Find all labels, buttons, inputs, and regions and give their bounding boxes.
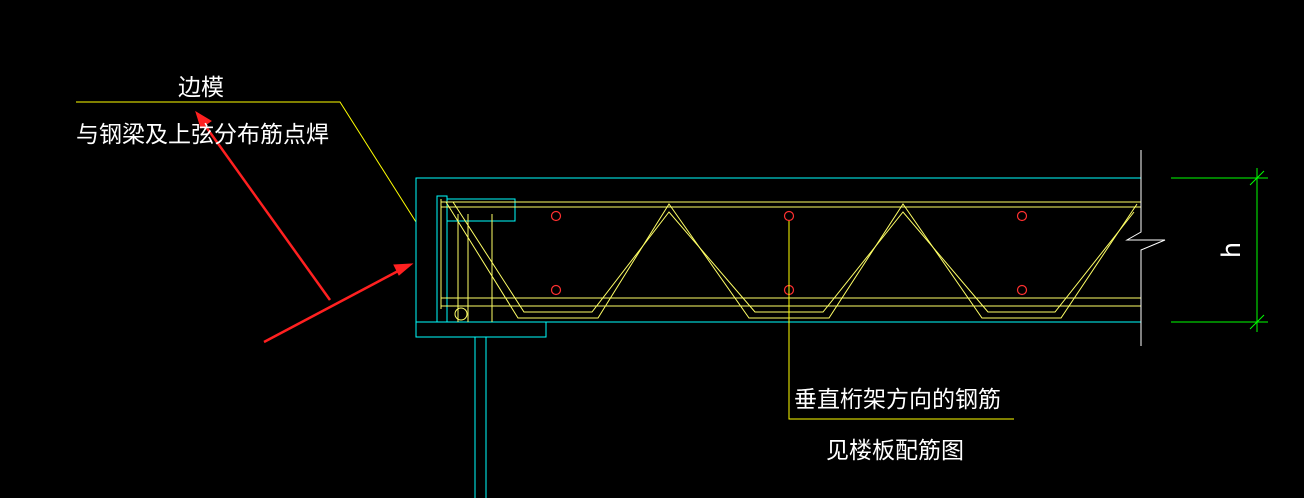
label-edge-form: 边模 <box>178 75 224 101</box>
break-line <box>1125 150 1166 346</box>
formwork <box>415 177 1141 498</box>
label-see-plan: 见楼板配筋图 <box>826 438 964 464</box>
rebar-bottom-3 <box>1016 284 1028 296</box>
slab-outline <box>415 177 1141 338</box>
rebar-top-2 <box>783 210 795 222</box>
arrows <box>195 110 414 344</box>
bolt <box>454 307 468 321</box>
arrow-to-edge-form <box>263 268 401 344</box>
arrow-head-up <box>195 110 212 129</box>
steel-truss <box>440 199 1141 322</box>
rebar-note-leader <box>788 221 1014 420</box>
arrow-head-right <box>393 263 414 276</box>
web-zigzag-inner <box>452 201 1135 313</box>
rebar-top-3 <box>1016 210 1028 222</box>
steel-beam-web <box>474 337 487 498</box>
rebar-sections <box>550 210 1028 296</box>
dimension-h <box>1171 168 1268 332</box>
edge-form-plate <box>436 195 448 323</box>
angle-top <box>446 198 516 222</box>
dimension-label-h: h <box>1217 242 1247 258</box>
label-spot-weld: 与钢梁及上弦分布筋点焊 <box>76 122 329 148</box>
label-rebar-note: 垂直桁架方向的钢筋 <box>794 387 1001 413</box>
rebar-top-1 <box>550 210 562 222</box>
arrow-to-edge-form-label <box>202 123 332 301</box>
rebar-bottom-1 <box>550 284 562 296</box>
edge-form-leader <box>76 101 417 223</box>
